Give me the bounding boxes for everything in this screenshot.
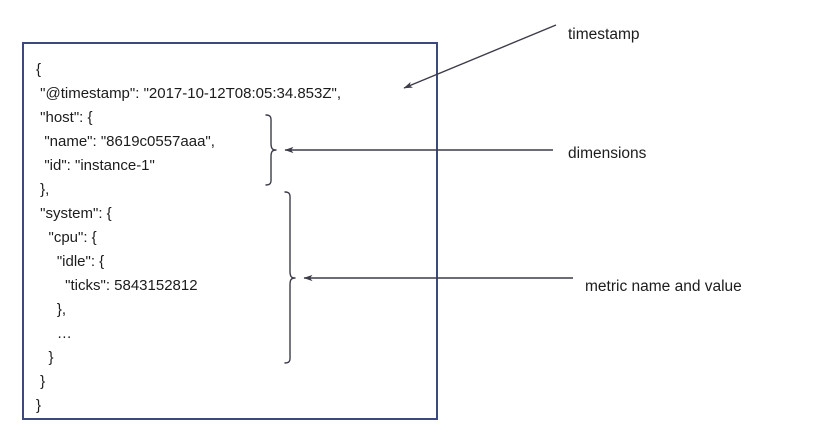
json-line-ellipsis: …: [36, 325, 72, 342]
json-code-block: { "@timestamp": "2017-10-12T08:05:34.853…: [36, 58, 341, 418]
json-line-timestamp: "@timestamp": "2017-10-12T08:05:34.853Z"…: [36, 85, 342, 102]
json-line-idle-close: },: [36, 301, 67, 318]
json-line-idle-open: "idle": {: [36, 253, 105, 270]
json-line-host-open: "host": {: [36, 109, 93, 126]
json-line: {: [36, 61, 42, 78]
callout-label-timestamp: timestamp: [568, 26, 640, 43]
json-document-box: { "@timestamp": "2017-10-12T08:05:34.853…: [22, 42, 438, 420]
json-line-host-close: },: [36, 181, 50, 198]
json-line-host-name: "name": "8619c0557aaa",: [36, 133, 215, 150]
json-line-cpu-close: }: [36, 349, 54, 366]
json-line-ticks: "ticks": 5843152812: [36, 277, 198, 294]
json-line-system-close: }: [36, 373, 46, 390]
callout-label-dimensions: dimensions: [568, 145, 647, 162]
callout-label-metric: metric name and value: [585, 278, 742, 295]
json-line-host-id: "id": "instance-1": [36, 157, 155, 174]
json-line-system-open: "system": {: [36, 205, 112, 222]
json-line-root-close: }: [36, 397, 42, 414]
json-line-cpu-open: "cpu": {: [36, 229, 97, 246]
